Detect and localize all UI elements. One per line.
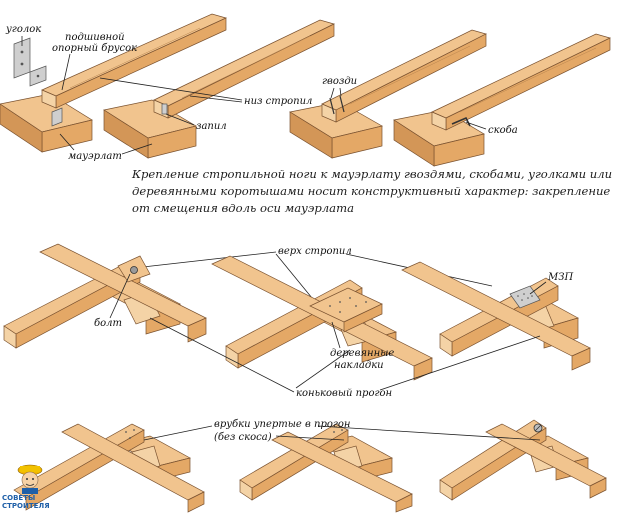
metal-toothed-plate-icon xyxy=(509,285,541,309)
builder-mascot-logo xyxy=(17,464,43,494)
label-nakladki-2: накладки xyxy=(334,360,384,371)
mauerlat-beam-1 xyxy=(0,93,93,153)
label-nakladki-1: деревянные xyxy=(330,348,394,359)
caption-line-1: Крепление стропильной ноги к мауэрлату г… xyxy=(132,167,613,181)
rafter-right-1 xyxy=(39,243,207,343)
rafter-4 xyxy=(431,33,611,131)
ridge-notch-2 xyxy=(239,423,413,513)
ridge-notch-1 xyxy=(13,423,205,513)
label-vrubki-2: (без скоса) xyxy=(214,432,272,443)
rafter-right-3 xyxy=(401,261,591,371)
label-niz-stropil: низ стропил xyxy=(244,96,312,107)
label-konkovy-progon: коньковый прогон xyxy=(296,388,392,399)
caption: Крепление стропильной ноги к мауэрлату г… xyxy=(132,166,613,217)
label-mauerlat: мауэрлат xyxy=(68,151,122,162)
label-gvozdi: гвозди xyxy=(322,76,357,87)
caption-line-2: деревянными коротышами носит конструктив… xyxy=(132,184,611,198)
bracket-on-mauerlat-icon xyxy=(51,107,63,127)
rafter-right-r3-3 xyxy=(485,423,607,499)
rafter-right-r3-1 xyxy=(61,423,205,513)
label-bolt: болт xyxy=(94,318,122,329)
bolt-icon xyxy=(130,266,138,274)
wooden-overlay-plate xyxy=(309,287,383,333)
detail-nails xyxy=(289,29,487,159)
mauerlat-beam-2 xyxy=(103,99,197,159)
label-podshivnoy-1: подшивной xyxy=(65,32,125,43)
rafter-1 xyxy=(41,13,228,109)
ridge-notch-3 xyxy=(439,419,607,501)
detail-staple xyxy=(393,33,611,167)
caption-line-3: от смещения вдоль оси мауэрлата xyxy=(132,201,355,215)
notch-nail-icon xyxy=(161,103,168,115)
logo-line-1: СОВЕТЫ xyxy=(2,494,36,502)
label-zapil: запил xyxy=(196,121,227,132)
detail-notch xyxy=(103,19,335,159)
label-mzp: МЗП xyxy=(547,272,573,283)
nail-2-icon xyxy=(339,95,345,113)
rafter-3 xyxy=(321,29,487,123)
label-verh-stropil: верх стропил xyxy=(278,246,352,257)
ridge-mzp xyxy=(401,261,591,371)
label-podshivnoy-2: опорный брусок xyxy=(52,43,137,54)
ridge-overlays xyxy=(211,255,433,381)
rafter-right-r3-2 xyxy=(271,431,413,513)
label-ugolok: уголок xyxy=(5,24,41,35)
logo-text: СОВЕТЫ СТРОИТЕЛЯ xyxy=(2,494,50,510)
label-vrubki-1: врубки упертые в прогон xyxy=(214,419,351,430)
label-skoba: скоба xyxy=(488,125,518,136)
ridge-bolted xyxy=(3,243,207,349)
logo-line-2: СТРОИТЕЛЯ xyxy=(2,502,50,510)
mauerlat-beam-4 xyxy=(393,109,485,167)
detail-corner-bracket xyxy=(0,13,228,153)
bolt-r3-icon xyxy=(533,423,543,433)
nail-1-icon xyxy=(329,97,335,115)
corner-bracket-icon xyxy=(13,37,47,87)
